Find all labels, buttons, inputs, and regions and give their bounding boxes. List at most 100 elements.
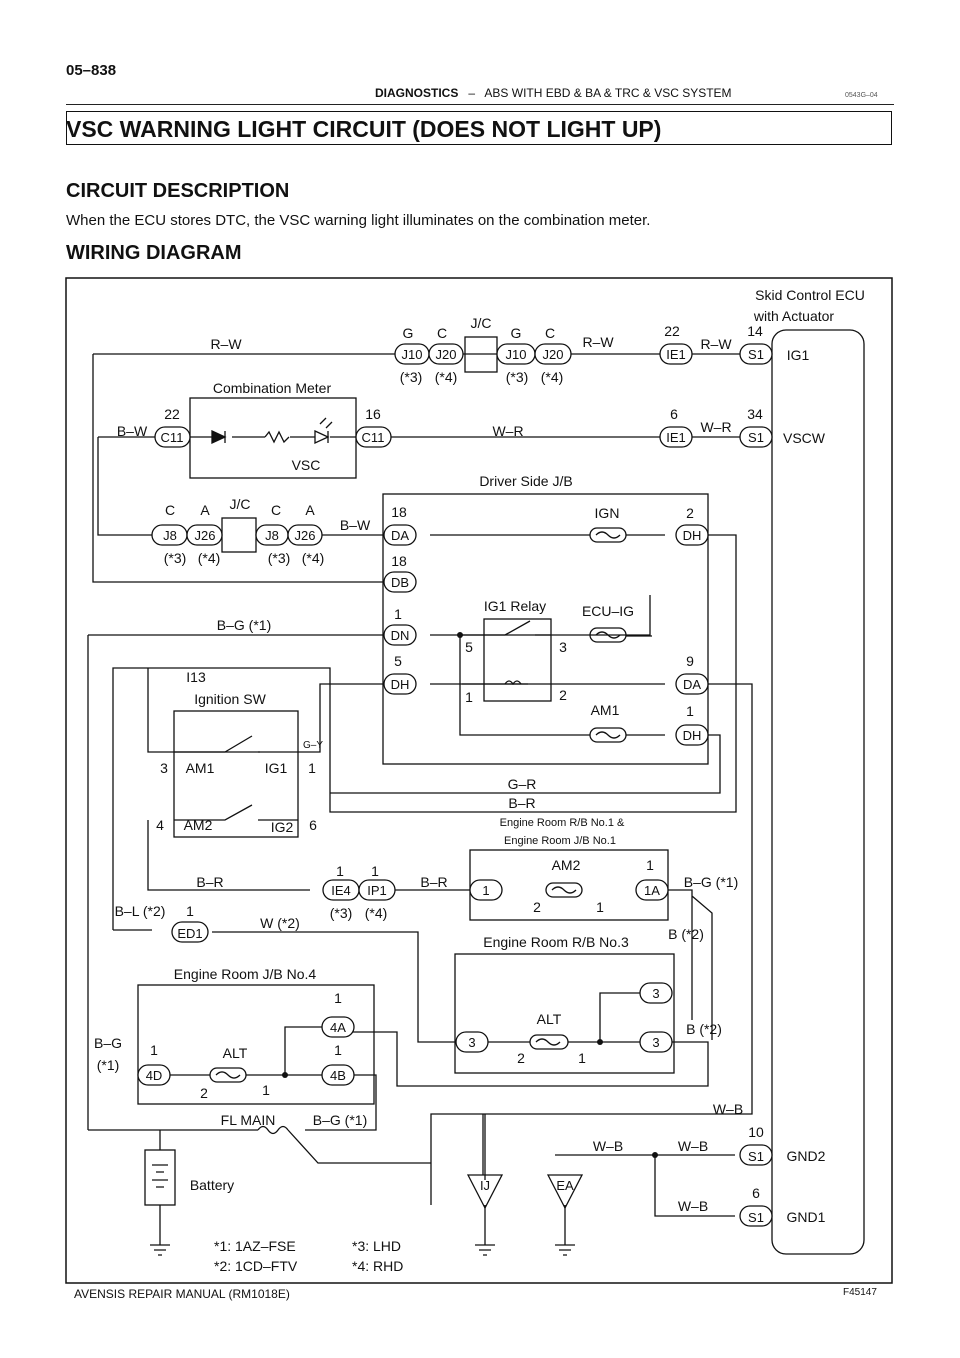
conn-label: S1 xyxy=(748,347,764,362)
ground-battery xyxy=(150,1244,170,1256)
am2-fuse-label: AM2 xyxy=(552,857,581,873)
conn-label: IE1 xyxy=(666,347,686,362)
am1-fuse-label: AM1 xyxy=(591,702,620,718)
wire-label: C xyxy=(165,502,175,518)
led-symbol xyxy=(314,417,333,445)
pin-label: 2 xyxy=(533,899,541,915)
conn-label: S1 xyxy=(748,430,764,445)
conn-label: J10 xyxy=(402,347,423,362)
wire-label: R–W xyxy=(700,336,732,352)
ecu-pin-ig1: IG1 xyxy=(787,347,810,363)
sw-am1-label: AM1 xyxy=(186,760,215,776)
vsc-label: VSC xyxy=(292,457,321,473)
wire-jb4 xyxy=(170,1026,330,1076)
wire-w2 xyxy=(113,929,460,1043)
header-section: DIAGNOSTICS xyxy=(375,86,459,100)
driver-jb-label: Driver Side J/B xyxy=(479,473,572,489)
engine-rb3-label: Engine Room R/B No.3 xyxy=(483,934,629,950)
pin-label: 1 xyxy=(262,1082,270,1098)
meter-label: Combination Meter xyxy=(213,380,332,396)
wire-da-wb xyxy=(430,683,753,1205)
pin-label: 6 xyxy=(752,1185,760,1201)
engine-rb1-label: Engine Room R/B No.1 & xyxy=(500,817,625,829)
pin-label: 1 xyxy=(334,990,342,1006)
wire-left-rw xyxy=(92,354,395,583)
variant-label: (*4) xyxy=(302,550,325,566)
wire-br-loop xyxy=(112,534,737,930)
header-rule xyxy=(66,104,894,105)
wire-label: G–Y xyxy=(303,740,323,751)
engine-jb4-box xyxy=(137,984,375,1105)
wire-gr xyxy=(330,734,721,794)
conn-ed1 xyxy=(171,921,209,943)
conn-s1-d xyxy=(739,1205,773,1227)
battery-label: Battery xyxy=(190,1177,234,1193)
wire-br xyxy=(147,820,480,891)
wire-b2 xyxy=(345,1031,709,1087)
header-subsection: ABS WITH EBD & BA & TRC & VSC SYSTEM xyxy=(484,86,732,100)
pin-label: 34 xyxy=(747,406,763,422)
pin-label: 1 xyxy=(150,1042,158,1058)
pin-label: 1 xyxy=(371,863,379,879)
conn-rb3-3a xyxy=(639,982,673,1004)
fuse-links xyxy=(215,531,621,1079)
conn-label: 1 xyxy=(482,883,489,898)
note-3: *3: LHD xyxy=(352,1238,401,1254)
pin-label: 1 xyxy=(646,857,654,873)
fuse-alt-rb3 xyxy=(529,1034,569,1050)
wire-flmain xyxy=(88,1129,431,1164)
wire-label: W–B xyxy=(678,1138,708,1154)
fuse-am2 xyxy=(545,882,583,898)
ign-label: IGN xyxy=(595,505,620,521)
fl-main-label: FL MAIN xyxy=(221,1112,276,1128)
fuse-am1 xyxy=(589,727,627,743)
conn-label: J26 xyxy=(195,528,216,543)
battery-cells xyxy=(152,1164,168,1188)
conn-label: J8 xyxy=(265,528,279,543)
fuse-ign xyxy=(589,527,627,543)
pin-label: 1 xyxy=(334,1042,342,1058)
conn-label: 4A xyxy=(330,1020,346,1035)
note-4: *4: RHD xyxy=(352,1258,403,1274)
wiring-diagram-heading: WIRING DIAGRAM xyxy=(66,242,242,264)
pin-label: 18 xyxy=(391,553,407,569)
battery-box xyxy=(144,1149,176,1206)
engine-jb4-label: Engine Room J/B No.4 xyxy=(174,966,317,982)
page-number: 05–838 xyxy=(66,62,117,79)
pin-label: 10 xyxy=(748,1124,764,1140)
junction-dot xyxy=(652,1152,658,1158)
variant-label: (*4) xyxy=(435,369,458,385)
variant-label: (*4) xyxy=(198,550,221,566)
wire-label: B–W xyxy=(340,517,371,533)
wire-label: B–G (*1) xyxy=(313,1112,367,1128)
sw-ig2-label: IG2 xyxy=(271,819,294,835)
wire-label: B–W xyxy=(117,423,148,439)
wire-label: R–W xyxy=(582,334,614,350)
wire-label: A xyxy=(305,502,315,518)
ecu-box xyxy=(771,329,865,1255)
header-dash: – xyxy=(468,86,476,100)
conn-label: J20 xyxy=(543,347,564,362)
wire-label: C xyxy=(545,325,555,341)
wire-label: B–G (*1) xyxy=(217,617,271,633)
wire-label: B–R xyxy=(420,874,447,890)
conn-j20-a xyxy=(428,343,464,365)
note-2: *2: 1CD–FTV xyxy=(214,1258,298,1274)
page-header: DIAGNOSTICS – ABS WITH EBD & BA & TRC & … xyxy=(375,86,732,100)
sw-ig1-label: IG1 xyxy=(265,760,288,776)
conn-j26-b xyxy=(287,524,323,546)
junction-dot xyxy=(457,632,463,638)
variant-label: (*4) xyxy=(365,905,388,921)
ground-ea-label: EA xyxy=(556,1178,574,1193)
ground-ij-label: IJ xyxy=(480,1178,490,1193)
ecu-pin-gnd1: GND1 xyxy=(787,1209,826,1225)
wire-4b xyxy=(305,1074,377,1131)
relay-coil xyxy=(504,680,522,686)
pin-label: 6 xyxy=(670,406,678,422)
pin-label: 6 xyxy=(309,817,317,833)
pin-label: 9 xyxy=(686,653,694,669)
ecu-pin-gnd2: GND2 xyxy=(787,1148,826,1164)
junction-dot xyxy=(597,1039,603,1045)
junction-dot xyxy=(282,1072,288,1078)
fuse-ecuig xyxy=(589,627,627,643)
